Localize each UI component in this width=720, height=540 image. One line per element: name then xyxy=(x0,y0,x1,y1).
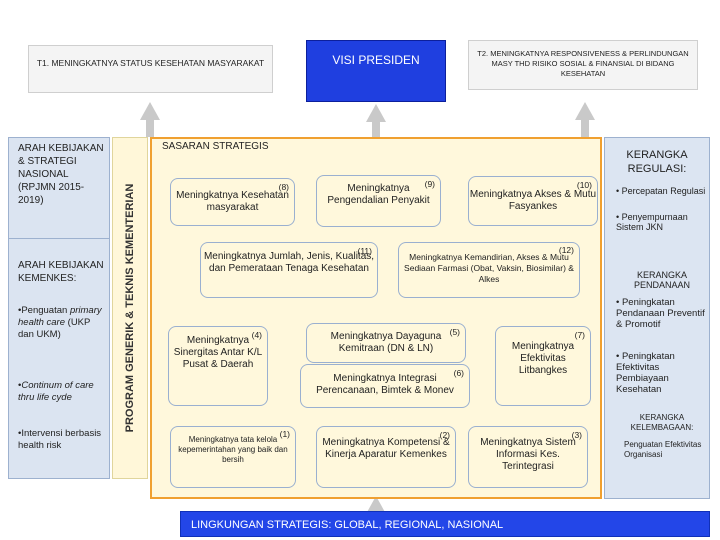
panel-divider xyxy=(8,238,110,239)
arrow-up-icon xyxy=(140,102,160,120)
sasaran-box-5: Meningkatnya Dayaguna Kemitraan (DN & LN… xyxy=(306,323,466,363)
visi-presiden-box: VISI PRESIDEN xyxy=(306,40,446,102)
sasaran-box-2: Meningkatnya Kompetensi & Kinerja Aparat… xyxy=(316,426,456,488)
arah-kebijakan-panel xyxy=(8,137,110,479)
arrow-stem xyxy=(372,120,380,137)
sasaran-box-6: Meningkatnya Integrasi Perencanaan, Bimt… xyxy=(300,364,470,408)
visi-text: VISI PRESIDEN xyxy=(332,53,420,67)
program-label-bar: PROGRAM GENERIK & TEKNIS KEMENTERIAN xyxy=(112,137,148,479)
bullet-intervensi: •Intervensi berbasis health risk xyxy=(18,428,102,451)
goal-t2-box: T2. MENINGKATNYA RESPONSIVENESS & PERLIN… xyxy=(468,40,698,90)
arah-kebijakan-kemenkes: ARAH KEBIJAKAN KEMENKES: xyxy=(18,260,104,284)
arrow-up-icon xyxy=(366,104,386,122)
kerangka-regulasi-title: KERANGKA REGULASI: xyxy=(626,149,688,175)
sasaran-title: SASARAN STRATEGIS xyxy=(162,141,269,152)
sasaran-box-12: Meningkatnya Kemandirian, Akses & Mutu S… xyxy=(398,242,580,298)
arrow-stem xyxy=(581,118,589,137)
bullet-continum: •Continum of care thru life cyde xyxy=(18,380,94,403)
kerangka-pendanaan-title: KERANGKA PENDANAAN xyxy=(633,270,690,290)
program-label: PROGRAM GENERIK & TEKNIS KEMENTERIAN xyxy=(124,183,136,433)
lingkungan-strategis-bar: LINGKUNGAN STRATEGIS: GLOBAL, REGIONAL, … xyxy=(180,511,710,537)
arah-kebijakan-nasional: ARAH KEBIJAKAN & STRATEGI NASIONAL (RPJM… xyxy=(18,143,104,206)
goal-t1-text: T1. MENINGKATNYA STATUS KESEHATAN MASYAR… xyxy=(36,58,265,68)
arrow-stem xyxy=(146,118,154,137)
regulasi-item-2: • Penyempurnaan Sistem JKN xyxy=(616,212,688,232)
sasaran-box-9: Meningkatnya Pengendalian Penyakit(9) xyxy=(316,175,441,227)
sasaran-box-11: Meningkatnya Jumlah, Jenis, Kualitas, da… xyxy=(200,242,378,298)
kerangka-panel xyxy=(604,137,710,499)
lingkungan-strategis-text: LINGKUNGAN STRATEGIS: GLOBAL, REGIONAL, … xyxy=(191,519,504,531)
arrow-up-icon xyxy=(366,496,386,514)
goal-t1-box: T1. MENINGKATNYA STATUS KESEHATAN MASYAR… xyxy=(28,45,273,93)
regulasi-item-1: • Percepatan Regulasi xyxy=(616,186,706,196)
pendanaan-item-1: • Peningkatan Pendanaan Preventif & Prom… xyxy=(616,297,705,330)
sasaran-box-7: Meningkatnya Efektivitas Litbangkes(7) xyxy=(495,326,591,406)
bullet-phc: •Penguatan primary health care (UKP dan … xyxy=(18,305,102,340)
kerangka-kelembagaan-title: KERANGKA KELEMBAGAAN: xyxy=(630,413,694,432)
kelembagaan-text: Penguatan Efektivitas Organisasi xyxy=(624,440,702,459)
pendanaan-item-2: • Peningkatan Efektivitas Pembiayaan Kes… xyxy=(616,351,675,395)
sasaran-box-10: Meningkatnya Akses & Mutu Fasyankes(10) xyxy=(468,176,598,226)
goal-t2-text: T2. MENINGKATNYA RESPONSIVENESS & PERLIN… xyxy=(477,49,689,78)
arrow-up-icon xyxy=(575,102,595,120)
sasaran-box-8: Meningkatnya Kesehatan masyarakat(8) xyxy=(170,178,295,226)
sasaran-strategis-panel xyxy=(150,137,602,499)
sasaran-box-1: Meningkatnya tata kelola kepemerintahan … xyxy=(170,426,296,488)
sasaran-box-3: Meningkatnya Sistem Informasi Kes. Terin… xyxy=(468,426,588,488)
sasaran-box-4: Meningkatnya Sinergitas Antar K/L Pusat … xyxy=(168,326,268,406)
